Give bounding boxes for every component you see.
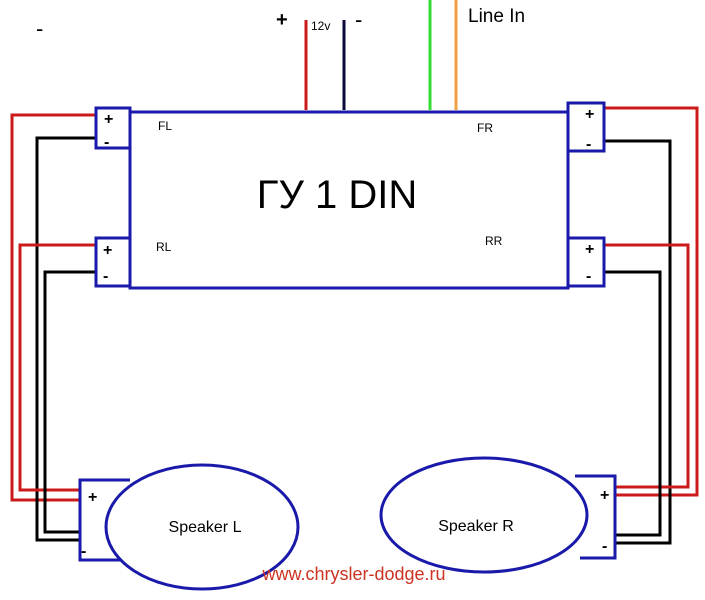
corner-minus-label: - [36,16,43,41]
fl-positive-wire [10,113,96,502]
fr-negative-wire [605,139,672,545]
rl-negative-wire [43,270,96,534]
speaker-r-plus-label: + [600,487,609,504]
fl-plus-label: + [104,111,113,128]
power-plus-label: + [276,9,288,31]
fl-terminal [94,106,132,150]
fl-negative-wire [35,136,96,542]
speaker-r-cone [379,456,589,574]
fl-label: FL [158,119,172,133]
rl-terminal [94,236,132,288]
speaker-r-bracket [575,474,617,560]
rl-positive-wire [18,243,96,492]
power-voltage-label: 12v [311,19,330,33]
line-in-label: Line In [468,6,525,27]
speaker-l-cone [104,463,300,591]
fr-label: FR [477,121,493,135]
fl-minus-label: - [104,134,109,151]
fr-plus-label: + [585,106,594,123]
speaker-l-plus-label: + [88,489,97,506]
rl-plus-label: + [103,242,112,259]
rr-positive-wire [605,243,690,489]
speaker-r-minus-label: - [602,538,607,555]
right-wires [605,106,699,545]
fr-terminal [566,101,606,153]
rr-plus-label: + [585,241,594,258]
rr-negative-wire [605,270,662,537]
rl-minus-label: - [103,268,108,285]
rr-minus-label: - [586,268,591,285]
speaker-l-bracket [78,478,130,562]
speaker-l-minus-label: - [81,543,86,560]
head-unit-body [128,110,570,290]
head-unit-title: ГУ 1 DIN [257,173,417,217]
rr-terminal [566,236,606,288]
speaker-l-label: Speaker L [169,519,242,536]
website-text: www.chrysler-dodge.ru [261,564,445,584]
fr-minus-label: - [586,136,591,153]
rl-label: RL [156,240,172,254]
speaker-r-label: Speaker R [438,518,514,535]
power-minus-label: - [355,7,362,32]
rr-label: RR [485,234,503,248]
fr-positive-wire [605,106,699,497]
left-wires [10,113,96,542]
power-wires [304,0,458,110]
